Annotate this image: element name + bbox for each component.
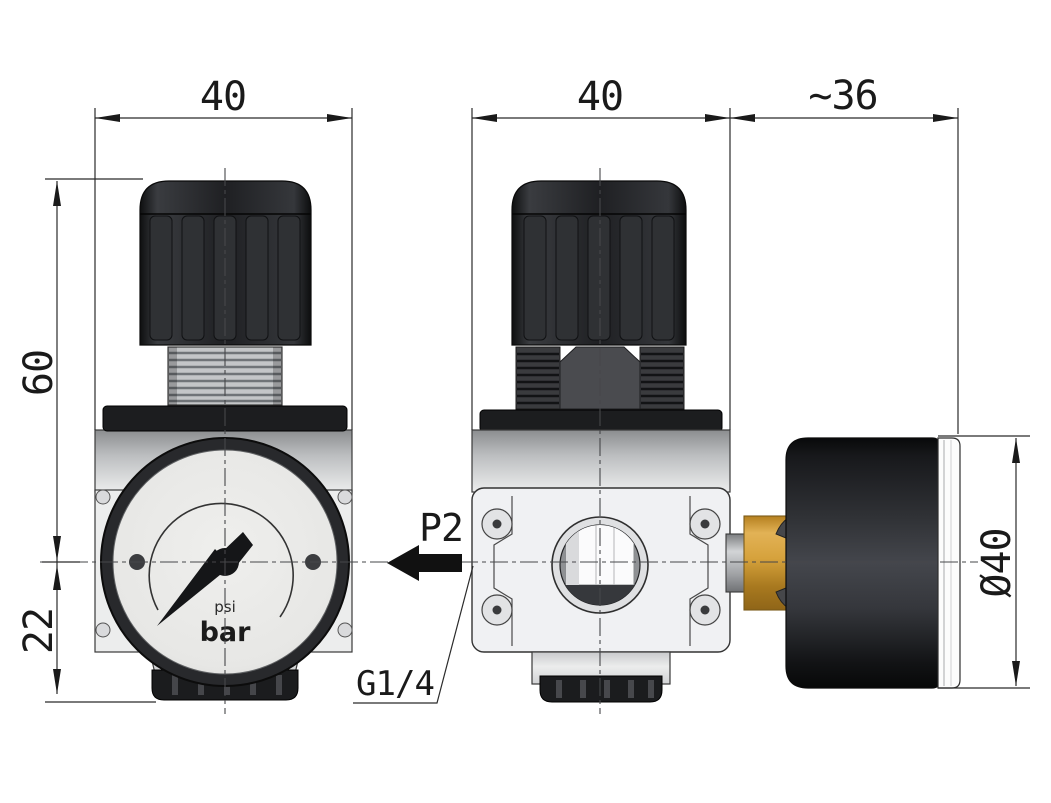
side-body-top-band: [471, 429, 731, 493]
flow-direction-arrow: [387, 545, 462, 581]
thread-label-g14: G1/4: [356, 664, 434, 704]
side-adjustment-knob: [511, 180, 687, 346]
dim-gauge-depth: ~36: [808, 73, 877, 119]
dimension-lines: [56, 117, 1017, 694]
front-view: psi bar: [94, 180, 353, 701]
side-bonnet-ring: [479, 409, 723, 433]
side-body-screws: [481, 508, 721, 626]
dimension-annotations: 40 40 ~36 60 22 Ø40 P2 G1/4: [16, 73, 1030, 704]
extension-lines: [42, 108, 1030, 703]
thread-leader-line: [353, 565, 474, 704]
knob-ribs: [523, 215, 675, 341]
dim-height-upper: 60: [16, 350, 62, 396]
centerlines: [40, 168, 978, 714]
dimension-arrowheads: [53, 114, 1020, 694]
gauge-lens-rim: [937, 437, 961, 689]
dim-gauge-diameter: Ø40: [974, 528, 1020, 597]
front-adjustment-knob: [139, 180, 312, 346]
pressure-gauge-side: [785, 437, 961, 689]
port-label-p2: P2: [419, 506, 463, 550]
side-view: [471, 180, 961, 703]
side-bottom-cap: [539, 675, 663, 703]
front-body-corner-details: [95, 489, 353, 638]
dim-side-width: 40: [577, 74, 623, 120]
dim-front-width: 40: [200, 74, 246, 120]
dim-height-lower: 22: [16, 608, 62, 654]
knob-ribs: [149, 215, 301, 341]
gauge-housing: [785, 437, 941, 689]
gauge-unit-psi: psi: [214, 598, 236, 616]
